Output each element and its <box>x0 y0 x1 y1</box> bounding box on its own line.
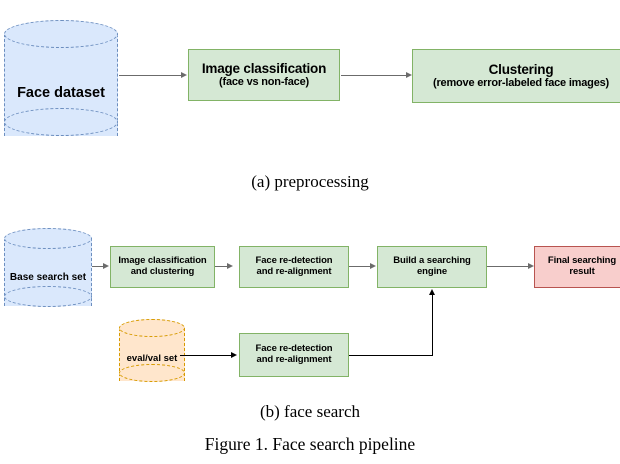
step-line1: Final searching <box>547 255 617 267</box>
base-search-set-cylinder: Base search set <box>4 228 92 316</box>
step-line2: and re-alignment <box>256 266 332 277</box>
connector-evalset-to-redetection <box>180 355 232 356</box>
connector-step1-to-step2 <box>215 266 227 267</box>
eval-val-set-label: eval/val set <box>126 353 178 364</box>
step-line1: Face re-detection <box>255 255 333 267</box>
arrowhead-to-step3 <box>370 262 376 269</box>
step-subtitle: (remove error-labeled face images) <box>433 77 609 90</box>
cylinder-top-ellipse <box>4 20 118 48</box>
step-line2: and re-alignment <box>256 354 332 365</box>
step-face-redetection-top: Face re-detection and re-alignment <box>239 246 349 288</box>
cylinder-bottom-ellipse <box>4 108 118 136</box>
base-search-set-label: Base search set <box>9 272 87 283</box>
eval-val-set-cylinder: eval/val set <box>119 319 185 389</box>
step-line2: engine <box>416 266 447 277</box>
step-image-classification: Image classification (face vs non-face) <box>188 49 340 101</box>
face-dataset-cylinder: Face dataset <box>4 20 118 150</box>
step-line2: and clustering <box>130 266 195 277</box>
step-face-redetection-bottom: Face re-detection and re-alignment <box>239 333 349 377</box>
cylinder-bottom-ellipse <box>4 286 92 307</box>
cylinder-top-ellipse <box>4 228 92 249</box>
arrowhead-to-redetection <box>231 351 237 358</box>
arrowhead-up-to-engine <box>428 289 435 295</box>
step-image-classification-and-clustering: Image classification and clustering <box>110 246 215 288</box>
step-clustering: Clustering (remove error-labeled face im… <box>412 49 620 103</box>
connector-baseset-to-step1 <box>92 266 104 267</box>
cylinder-bottom-ellipse <box>119 364 185 382</box>
arrowhead-to-result <box>528 262 534 269</box>
step-title: Image classification <box>201 60 327 76</box>
step-line2: result <box>569 266 595 277</box>
cylinder-top-ellipse <box>119 319 185 337</box>
subcaption-b: (b) face search <box>259 402 361 421</box>
connector-dataset-to-classification <box>119 75 181 76</box>
figure-caption: Figure 1. Face search pipeline <box>204 434 416 454</box>
step-build-searching-engine: Build a searching engine <box>377 246 487 288</box>
step-subtitle: (face vs non-face) <box>219 76 309 89</box>
connector-step2-to-step3 <box>349 266 371 267</box>
arrowhead-to-classification <box>181 71 187 78</box>
step-line1: Build a searching <box>393 255 471 267</box>
subcaption-a: (a) preprocessing <box>251 172 369 191</box>
step-line1: Image classification <box>118 255 207 267</box>
arrowhead-to-step1 <box>103 262 109 269</box>
connector-classification-to-clustering <box>341 75 406 76</box>
step-line1: Face re-detection <box>255 343 333 355</box>
step-title: Clustering <box>488 61 554 77</box>
arrowhead-to-clustering <box>406 71 412 78</box>
step-final-searching-result: Final searching result <box>534 246 620 288</box>
arrowhead-to-step2 <box>227 262 233 269</box>
connector-step3-to-result <box>487 266 529 267</box>
connector-redetection-to-engine-vertical <box>432 295 433 356</box>
face-dataset-label: Face dataset <box>17 85 105 101</box>
connector-redetection-to-engine-horizontal <box>349 355 433 356</box>
